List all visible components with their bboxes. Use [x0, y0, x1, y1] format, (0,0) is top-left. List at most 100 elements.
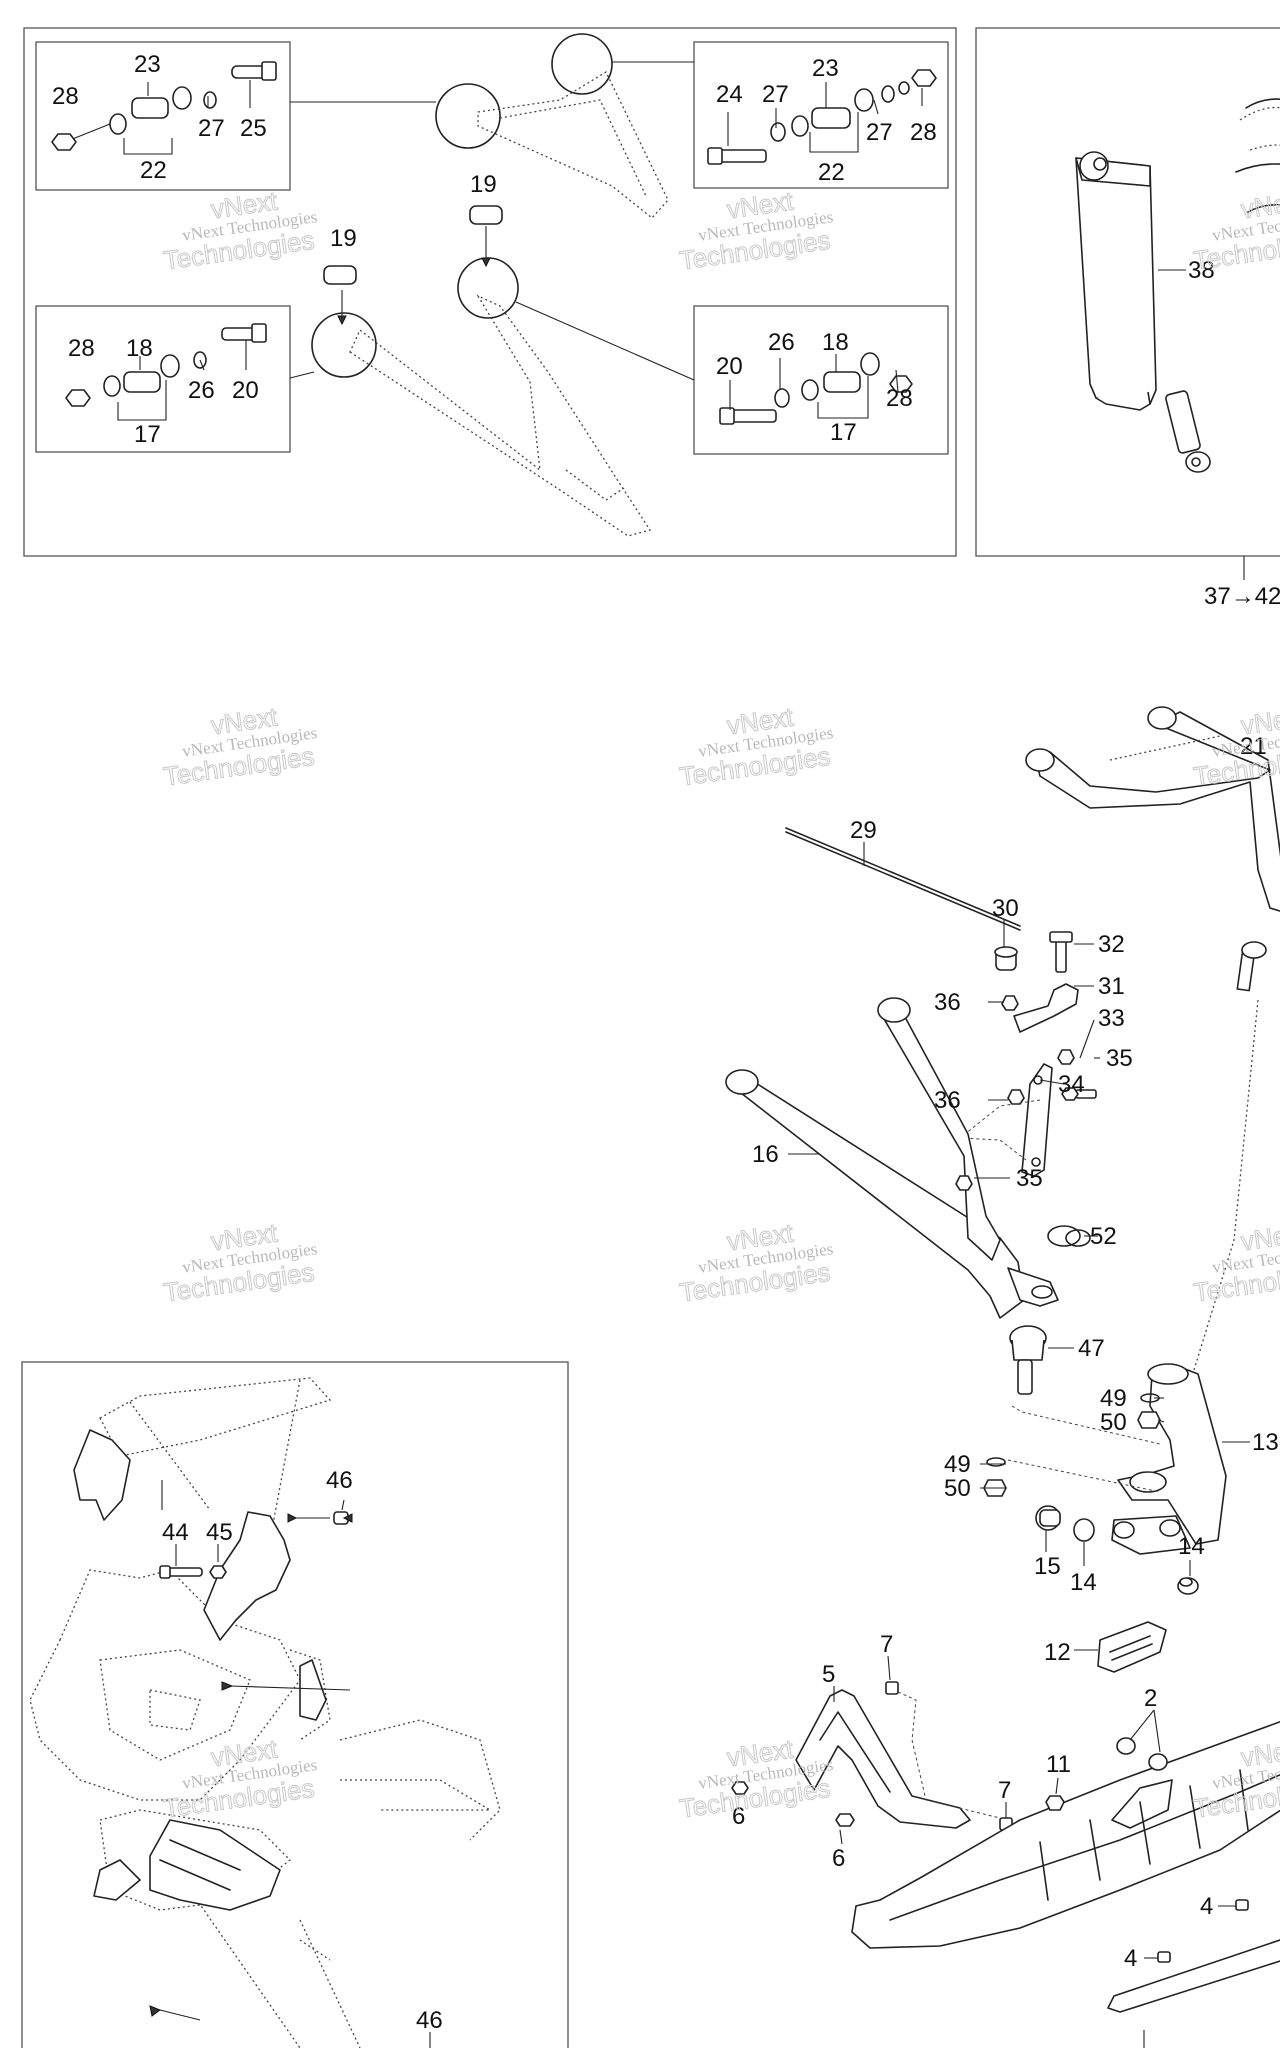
callout-49a: 49: [1100, 1385, 1127, 1412]
callout-47: 47: [1078, 1335, 1105, 1362]
callout-31: 31: [1098, 973, 1125, 1000]
callout-16: 16: [752, 1141, 779, 1168]
lower-a-arm-dotted: [349, 294, 652, 537]
callout-23a: 23: [134, 51, 161, 78]
callout-18b: 18: [822, 329, 849, 356]
callout-22b: 22: [818, 159, 845, 186]
callout-4a: 4: [1200, 1893, 1213, 1920]
callout-14b: 14: [1178, 1533, 1205, 1560]
bushing-stack-upper-left: [51, 61, 277, 155]
spacer-19-upper: [469, 205, 503, 268]
callout-20b: 20: [716, 353, 743, 380]
frame-detail-box: [21, 1361, 569, 2048]
callout-38: 38: [1188, 257, 1215, 284]
callout-21: 21: [1240, 733, 1267, 760]
watermark-3: vNext vNext Technologies Technologies: [1191, 185, 1280, 276]
callout-27c: 27: [866, 119, 893, 146]
callout-45: 45: [206, 1519, 233, 1546]
watermark-6: vNext vNext Technologies Technologies: [1191, 701, 1280, 792]
callout-50a: 50: [1100, 1409, 1127, 1436]
callout-52: 52: [1090, 1223, 1117, 1250]
callout-4b: 4: [1124, 1945, 1137, 1972]
callout-20a: 20: [232, 377, 259, 404]
callout-26b: 26: [768, 329, 795, 356]
callout-leaders: [139, 80, 1250, 2048]
callout-44: 44: [162, 1519, 189, 1546]
callout-7b: 7: [998, 1777, 1011, 1804]
frame-chassis-dotted: [29, 1377, 501, 2048]
shock-absorber: [1075, 98, 1280, 580]
callout-29: 29: [850, 817, 877, 844]
callout-19b: 19: [330, 225, 357, 252]
watermark-1: vNext vNext Technologies Technologies: [161, 185, 318, 276]
callout-6a: 6: [732, 1803, 745, 1830]
callout-18a: 18: [126, 335, 153, 362]
callout-34: 34: [1058, 1071, 1085, 1098]
callout-22a: 22: [140, 157, 167, 184]
callout-6b: 6: [832, 1845, 845, 1872]
watermark-5: vNext vNext Technologies Technologies: [677, 701, 834, 792]
callout-46b: 46: [416, 2007, 443, 2034]
callout-15: 15: [1034, 1553, 1061, 1580]
callout-28c: 28: [68, 335, 95, 362]
bushing-stack-lower-left: [65, 323, 267, 421]
watermark-8: vNext vNext Technologies Technologies: [677, 1217, 834, 1308]
spacer-19-lower: [323, 265, 357, 326]
upper-a-arm-dotted: [477, 71, 669, 219]
callout-24: 24: [716, 81, 743, 108]
callout-23b: 23: [812, 55, 839, 82]
callout-49b: 49: [944, 1451, 971, 1478]
callout-2: 2: [1144, 1685, 1157, 1712]
callout-35a: 35: [1106, 1045, 1133, 1072]
spindle: [1111, 999, 1259, 1555]
lower-a-arm: [725, 997, 1081, 1319]
callout-50b: 50: [944, 1475, 971, 1502]
callout-5: 5: [822, 1661, 835, 1688]
upper-a-arm: [1025, 706, 1280, 992]
watermark-7: vNext vNext Technologies Technologies: [161, 1217, 318, 1308]
shock-frame: [975, 27, 1280, 557]
callout-28d: 28: [886, 385, 913, 412]
callout-26a: 26: [188, 377, 215, 404]
callout-labels: 28 23 27 25 22 24 27 23 27 28 22 19 19 2…: [52, 51, 1280, 2034]
inset-box-upper-left: [35, 41, 291, 191]
callout-28a: 28: [52, 83, 79, 110]
ski: [851, 1720, 1280, 2048]
callout-27a: 27: [198, 115, 225, 142]
callout-35b: 35: [1016, 1165, 1043, 1192]
callout-17a: 17: [134, 421, 161, 448]
bushing-stack-upper-right: [707, 69, 937, 165]
steering-lever: [1013, 931, 1079, 1065]
top-left-frame: [23, 27, 957, 557]
callout-19a: 19: [470, 171, 497, 198]
watermark-2: vNext vNext Technologies Technologies: [677, 185, 834, 276]
callout-46a: 46: [326, 1467, 353, 1494]
callout-13: 13: [1252, 1429, 1279, 1456]
callout-33: 33: [1098, 1005, 1125, 1032]
ball-joint: [1009, 1325, 1161, 1445]
callout-7a: 7: [880, 1631, 893, 1658]
inset-box-lower-left: [35, 305, 291, 453]
callout-36a: 36: [934, 989, 961, 1016]
callout-25: 25: [240, 115, 267, 142]
wear-pad: [1097, 1621, 1167, 1673]
callout-30: 30: [992, 895, 1019, 922]
callout-36b: 36: [934, 1087, 961, 1114]
magnifier-callouts: [289, 33, 695, 381]
callout-32: 32: [1098, 931, 1125, 958]
callout-37-42: 37→42: [1204, 583, 1280, 610]
callout-27b: 27: [762, 81, 789, 108]
inset-box-upper-right: [693, 41, 949, 189]
ski-handle: [731, 1681, 1013, 1831]
callout-17b: 17: [830, 419, 857, 446]
steering-arm: [958, 995, 1097, 1177]
callout-14a: 14: [1070, 1569, 1097, 1596]
watermark-10: vNext vNext Technologies Technologies: [161, 1733, 318, 1824]
callout-12: 12: [1044, 1639, 1071, 1666]
callout-11: 11: [1046, 1751, 1071, 1778]
bushing-stack-lower-right: [719, 352, 913, 425]
watermark-9: vNext vNext Technologies Technologies: [1191, 1217, 1280, 1308]
watermark-4: vNext vNext Technologies Technologies: [161, 701, 318, 792]
tie-rod: [785, 827, 1021, 971]
